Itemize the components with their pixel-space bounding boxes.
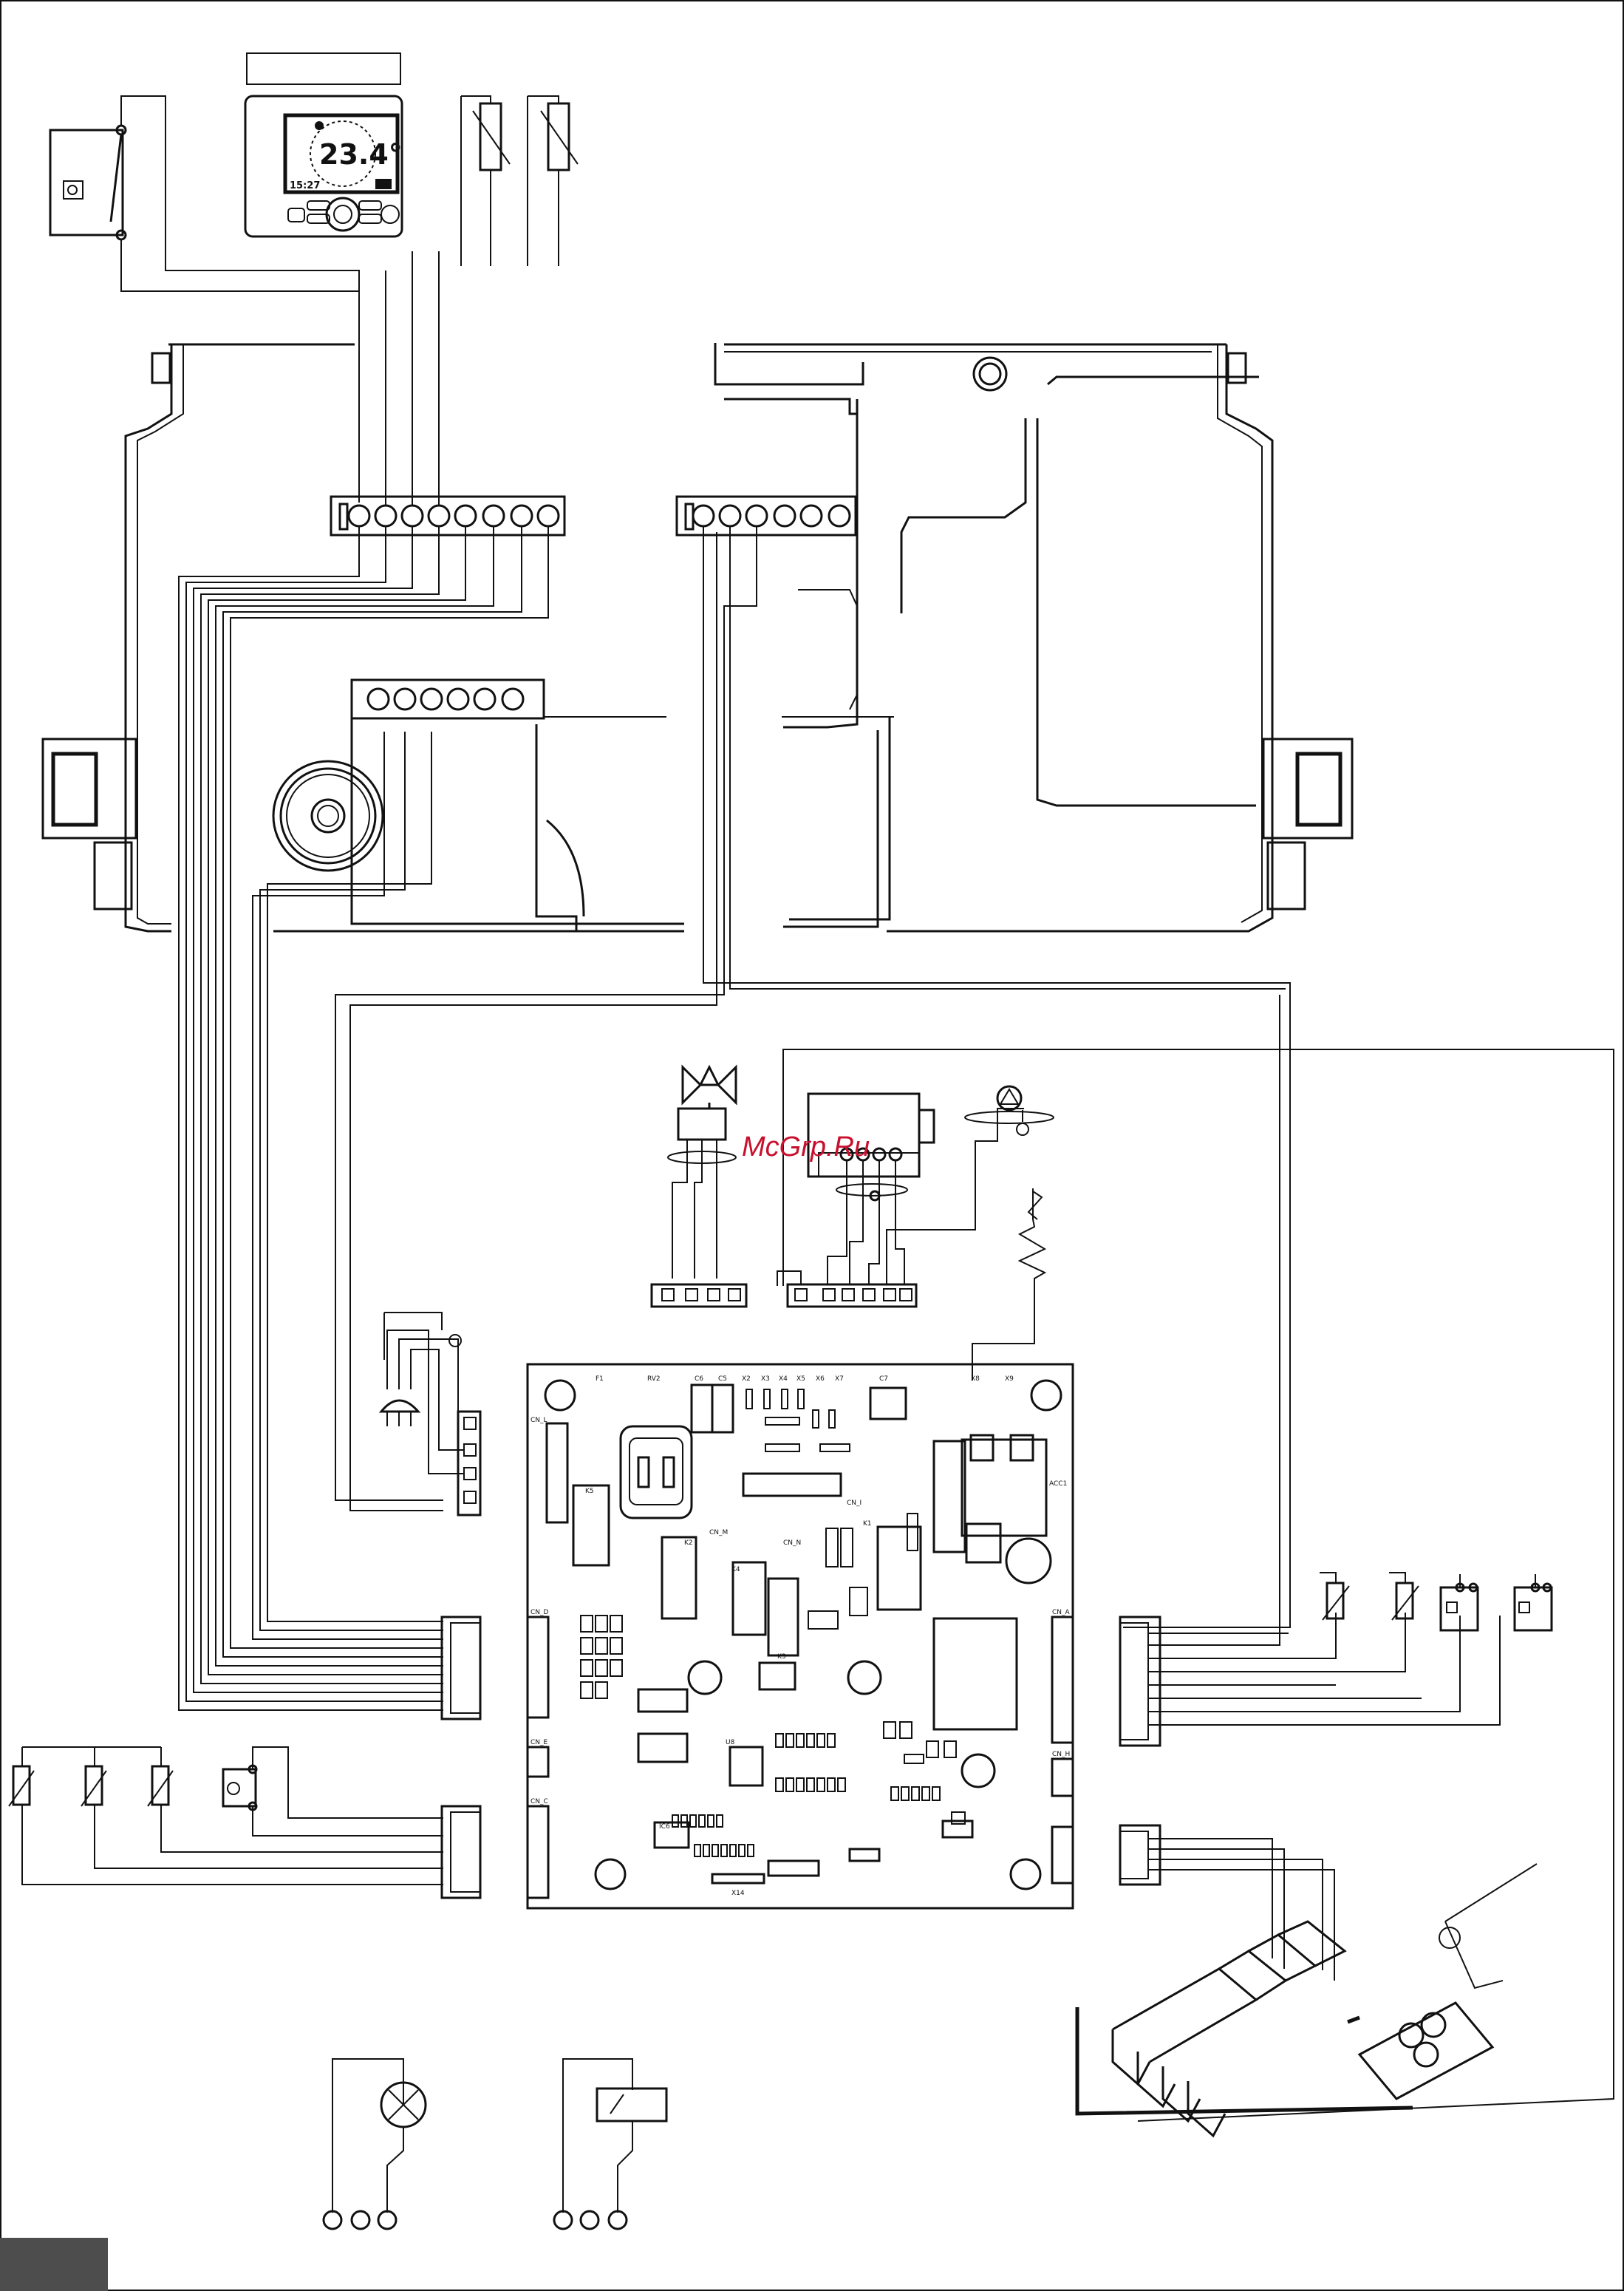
pcb-label-u8: U8 bbox=[726, 1739, 735, 1746]
boiler-housing bbox=[43, 343, 1352, 931]
pcb-label-acc1: ACC1 bbox=[1049, 1480, 1067, 1488]
pcb-label-cn-c: CN_C bbox=[530, 1798, 548, 1805]
main-pcb: F1 RV2 C6 C5 X2 X3 X4 X5 X6 X7 C7 X8 X9 … bbox=[528, 1364, 1073, 1908]
pcb-label-cn-n: CN_N bbox=[783, 1539, 801, 1547]
pcb-label-k1: K1 bbox=[863, 1520, 872, 1528]
sensors-right bbox=[1320, 1573, 1552, 1630]
pcb-label-cn-e: CN_E bbox=[530, 1739, 548, 1746]
watermark: McGrp.Ru bbox=[742, 1131, 870, 1162]
expansion-vessel bbox=[273, 761, 383, 871]
pcb-label-k2: K2 bbox=[684, 1539, 693, 1547]
pcb-label-cn-d: CN_D bbox=[530, 1609, 549, 1616]
pcb-label-x7: X7 bbox=[835, 1375, 844, 1383]
pcb-label-x3: X3 bbox=[761, 1375, 770, 1383]
terminal-block-middle bbox=[273, 680, 894, 931]
pcb-label-x6: X6 bbox=[816, 1375, 825, 1383]
pcb-label-x2: X2 bbox=[742, 1375, 751, 1383]
relay-coil-terminal bbox=[554, 2059, 666, 2229]
sensors-lower-left bbox=[9, 1747, 443, 1885]
connector-cn-c bbox=[442, 1806, 480, 1898]
pcb-label-cn-m: CN_M bbox=[709, 1529, 728, 1536]
lamp-terminal bbox=[324, 2059, 426, 2229]
pcb-label-c6: C6 bbox=[695, 1375, 703, 1383]
electrode-resistor bbox=[972, 1188, 1045, 1381]
pcb-label-k5: K5 bbox=[585, 1488, 594, 1495]
pcb-label-cn-h: CN_H bbox=[1052, 1751, 1070, 1758]
fan-ignition-unit bbox=[777, 1049, 1614, 2121]
pump-plug bbox=[381, 1313, 480, 1515]
pcb-label-k4: K4 bbox=[731, 1566, 740, 1573]
pcb-label-c7: C7 bbox=[879, 1375, 888, 1383]
pcb-label-x9: X9 bbox=[1005, 1375, 1014, 1383]
terminal-block-main bbox=[331, 251, 564, 535]
sensor-pair-top bbox=[461, 96, 578, 266]
pcb-label-x5: X5 bbox=[796, 1375, 805, 1383]
thermostat-temperature: 23.4° bbox=[319, 138, 403, 171]
gas-valve-triangle bbox=[652, 1067, 746, 1307]
pcb-label-x14: X14 bbox=[731, 1890, 745, 1897]
pcb-label-cn-a: CN_A bbox=[1052, 1609, 1071, 1616]
pcb-label-c5: C5 bbox=[718, 1375, 727, 1383]
room-thermostat: 23.4° 15:27 bbox=[245, 53, 403, 236]
pcb-label-cn-i: CN_I bbox=[847, 1499, 862, 1507]
pcb-label-x4: X4 bbox=[779, 1375, 788, 1383]
pcb-label-x8: X8 bbox=[971, 1375, 980, 1383]
thermostat-time: 15:27 bbox=[290, 180, 320, 191]
pcb-label-cn-l: CN_L bbox=[530, 1417, 547, 1424]
pcb-label-f1: F1 bbox=[596, 1375, 604, 1383]
mains-connector bbox=[1077, 1864, 1537, 2136]
connector-cn-h bbox=[1120, 1825, 1334, 1981]
pcb-label-ic6: IC6 bbox=[659, 1823, 670, 1831]
pcb-label-rv2: RV2 bbox=[647, 1375, 661, 1383]
connector-cn-a bbox=[1120, 995, 1500, 1746]
switch-box-top-left bbox=[50, 96, 359, 503]
pcb-label-k3: K3 bbox=[777, 1653, 786, 1661]
page-corner-tab bbox=[0, 2238, 108, 2291]
connector-cn-d bbox=[442, 1617, 480, 1719]
wiring-bundle-left bbox=[179, 526, 1290, 1710]
